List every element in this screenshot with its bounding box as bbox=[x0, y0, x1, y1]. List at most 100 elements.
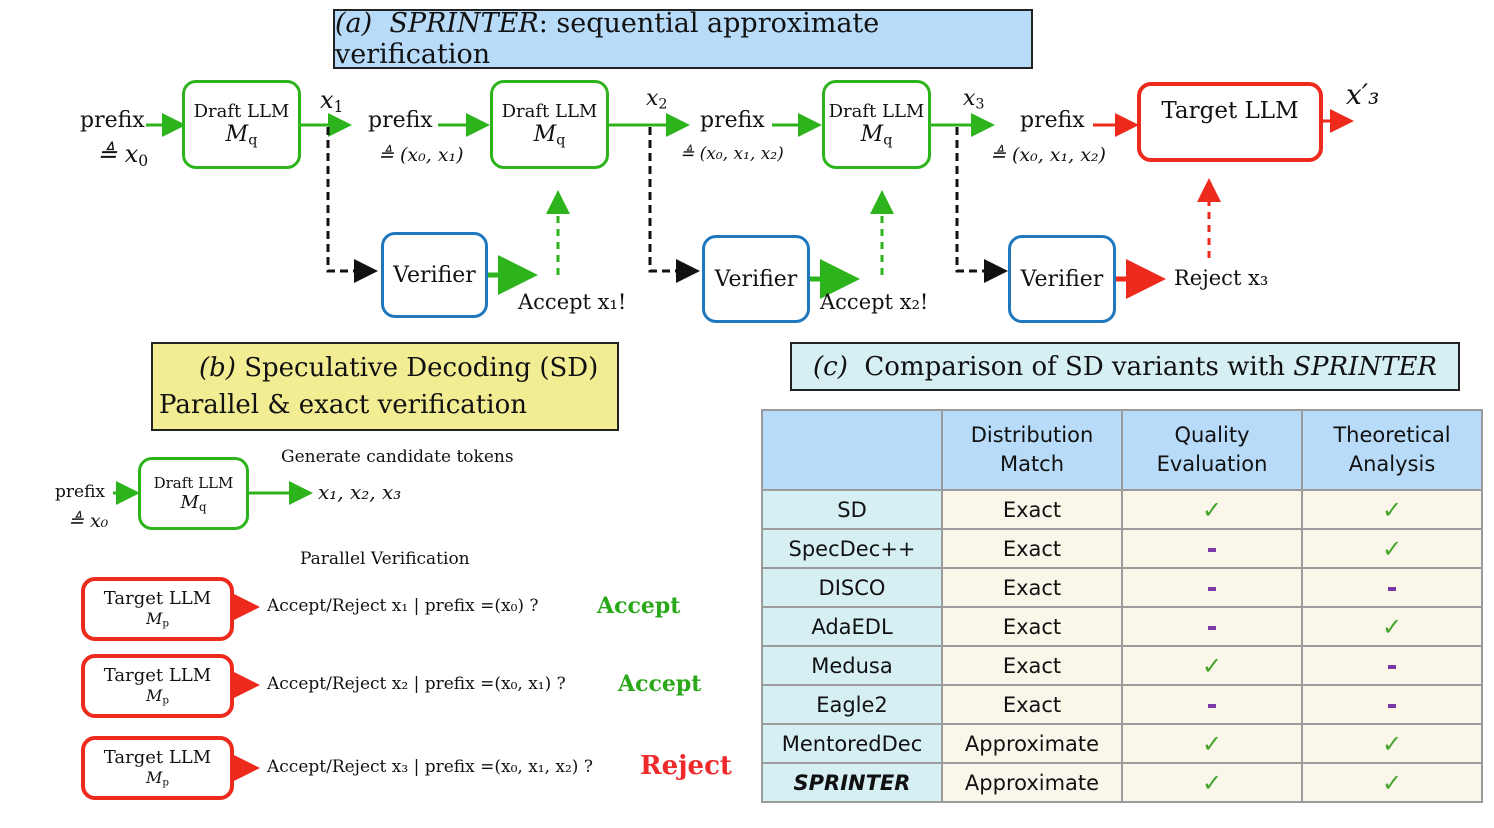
draft-model-symbol: Mq bbox=[860, 121, 893, 149]
theoretical-analysis-cell bbox=[1301, 567, 1483, 608]
method-cell: Medusa bbox=[761, 645, 943, 686]
panel-b-title-line2: Parallel & exact verification bbox=[159, 389, 527, 420]
b-prefix-def: ≜ x₀ bbox=[68, 510, 109, 532]
draft-llm-label: Draft LLM bbox=[501, 100, 598, 122]
prefix-label-3: prefix bbox=[700, 108, 765, 133]
target-model-symbol: Mp bbox=[145, 609, 170, 630]
distribution-match-cell: Exact bbox=[941, 645, 1123, 686]
distribution-match-cell: Exact bbox=[941, 684, 1123, 725]
method-name-highlighted: SPRINTER bbox=[793, 770, 911, 795]
quality-evaluation-cell bbox=[1121, 567, 1303, 608]
draft-llm-node-1: Draft LLM Mq bbox=[182, 80, 301, 169]
quality-evaluation-cell bbox=[1121, 606, 1303, 647]
prefix-def-3: ≜ (x₀, x₁, x₂) bbox=[680, 144, 784, 164]
distribution-match-cell: Approximate bbox=[941, 762, 1123, 803]
method-cell: DISCO bbox=[761, 567, 943, 608]
accept-x2-label: Accept x₂! bbox=[820, 290, 929, 314]
dashed-to-verifier-2 bbox=[648, 127, 700, 283]
draft-llm-label: Draft LLM bbox=[193, 100, 290, 122]
method-cell: SPRINTER bbox=[761, 762, 943, 803]
verifier-label: Verifier bbox=[393, 262, 476, 288]
verifier-label: Verifier bbox=[1020, 266, 1104, 292]
verifier-node-2: Verifier bbox=[702, 235, 810, 323]
method-cell: SpecDec++ bbox=[761, 528, 943, 569]
verdict-accept-2: Accept bbox=[618, 671, 702, 697]
panel-c-label: (c) bbox=[812, 351, 848, 382]
header-method bbox=[761, 409, 943, 491]
verifier-label: Verifier bbox=[714, 266, 798, 292]
dash-icon bbox=[1388, 703, 1396, 708]
panel-c-title: (c) Comparison of SD variants with SPRIN… bbox=[790, 342, 1460, 391]
table-row: SpecDec++Exact ✓ bbox=[761, 528, 1483, 569]
panel-c-method-name: SPRINTER bbox=[1293, 351, 1438, 382]
target-llm-label: Target LLM bbox=[103, 588, 212, 610]
panel-b-title-line1: Speculative Decoding (SD) bbox=[244, 352, 599, 383]
dash-icon bbox=[1208, 703, 1216, 708]
panel-b-label: (b) bbox=[199, 352, 236, 383]
distribution-match-cell: Exact bbox=[941, 567, 1123, 608]
b-prefix-label: prefix bbox=[55, 482, 105, 502]
draft-llm-node-3: Draft LLM Mq bbox=[822, 80, 931, 169]
b-target-llm-node-1: Target LLM Mp bbox=[81, 577, 234, 641]
reject-x3-label: Reject x₃ bbox=[1174, 266, 1269, 290]
draft-model-symbol: Mq bbox=[180, 491, 207, 514]
distribution-match-cell: Exact bbox=[941, 528, 1123, 569]
token-x2-label: x2 bbox=[646, 86, 668, 113]
theoretical-analysis-cell bbox=[1301, 645, 1483, 686]
method-cell: MentoredDec bbox=[761, 723, 943, 764]
panel-a-method-name: SPRINTER bbox=[389, 8, 539, 39]
verdict-accept-1: Accept bbox=[597, 593, 681, 619]
prefix-label-target: prefix bbox=[1020, 108, 1085, 133]
prefix-def-2: ≜ (x₀, x₁) bbox=[378, 144, 464, 166]
dashed-to-verifier-3 bbox=[955, 127, 1008, 283]
draft-llm-label: Draft LLM bbox=[828, 100, 925, 122]
b-target-llm-node-2: Target LLM Mp bbox=[81, 654, 234, 718]
theoretical-analysis-cell: ✓ bbox=[1301, 528, 1483, 569]
prefix-label-2: prefix bbox=[368, 108, 433, 133]
panel-c-title-text: Comparison of SD variants with bbox=[864, 351, 1285, 382]
accept-x1-label: Accept x₁! bbox=[518, 290, 627, 314]
check-icon: ✓ bbox=[1201, 768, 1223, 797]
quality-evaluation-cell bbox=[1121, 528, 1303, 569]
check-icon: ✓ bbox=[1381, 612, 1403, 641]
dash-icon bbox=[1208, 625, 1216, 630]
dash-icon bbox=[1208, 547, 1216, 552]
distribution-match-cell: Approximate bbox=[941, 723, 1123, 764]
check-icon: ✓ bbox=[1201, 651, 1223, 680]
verification-question-3: Accept/Reject x₃ | prefix =(x₀, x₁, x₂) … bbox=[267, 757, 593, 777]
method-cell: AdaEDL bbox=[761, 606, 943, 647]
quality-evaluation-cell: ✓ bbox=[1121, 723, 1303, 764]
method-cell: Eagle2 bbox=[761, 684, 943, 725]
prefix-def-target: ≜ (x₀, x₁, x₂) bbox=[990, 144, 1106, 166]
quality-evaluation-cell: ✓ bbox=[1121, 762, 1303, 803]
quality-evaluation-cell: ✓ bbox=[1121, 489, 1303, 530]
verifier-node-3: Verifier bbox=[1008, 235, 1116, 323]
panel-a-title-text: : sequential approximate verification bbox=[335, 8, 880, 70]
method-cell: SD bbox=[761, 489, 943, 530]
parallel-verification-label: Parallel Verification bbox=[300, 549, 470, 569]
dash-icon bbox=[1208, 586, 1216, 591]
target-llm-label: Target LLM bbox=[103, 747, 212, 769]
quality-evaluation-cell bbox=[1121, 684, 1303, 725]
verifier-node-1: Verifier bbox=[381, 232, 488, 318]
candidate-tokens: x₁, x₂, x₃ bbox=[318, 480, 402, 504]
target-model-symbol: Mp bbox=[145, 768, 170, 789]
draft-model-symbol: Mq bbox=[225, 121, 258, 149]
dash-icon bbox=[1388, 586, 1396, 591]
check-icon: ✓ bbox=[1381, 534, 1403, 563]
draft-llm-node-2: Draft LLM Mq bbox=[490, 80, 609, 169]
verification-question-1: Accept/Reject x₁ | prefix =(x₀) ? bbox=[267, 596, 539, 616]
panel-a-title: (a) SPRINTER: sequential approximate ver… bbox=[333, 8, 1033, 70]
draft-model-symbol: Mq bbox=[533, 121, 566, 149]
theoretical-analysis-cell: ✓ bbox=[1301, 489, 1483, 530]
